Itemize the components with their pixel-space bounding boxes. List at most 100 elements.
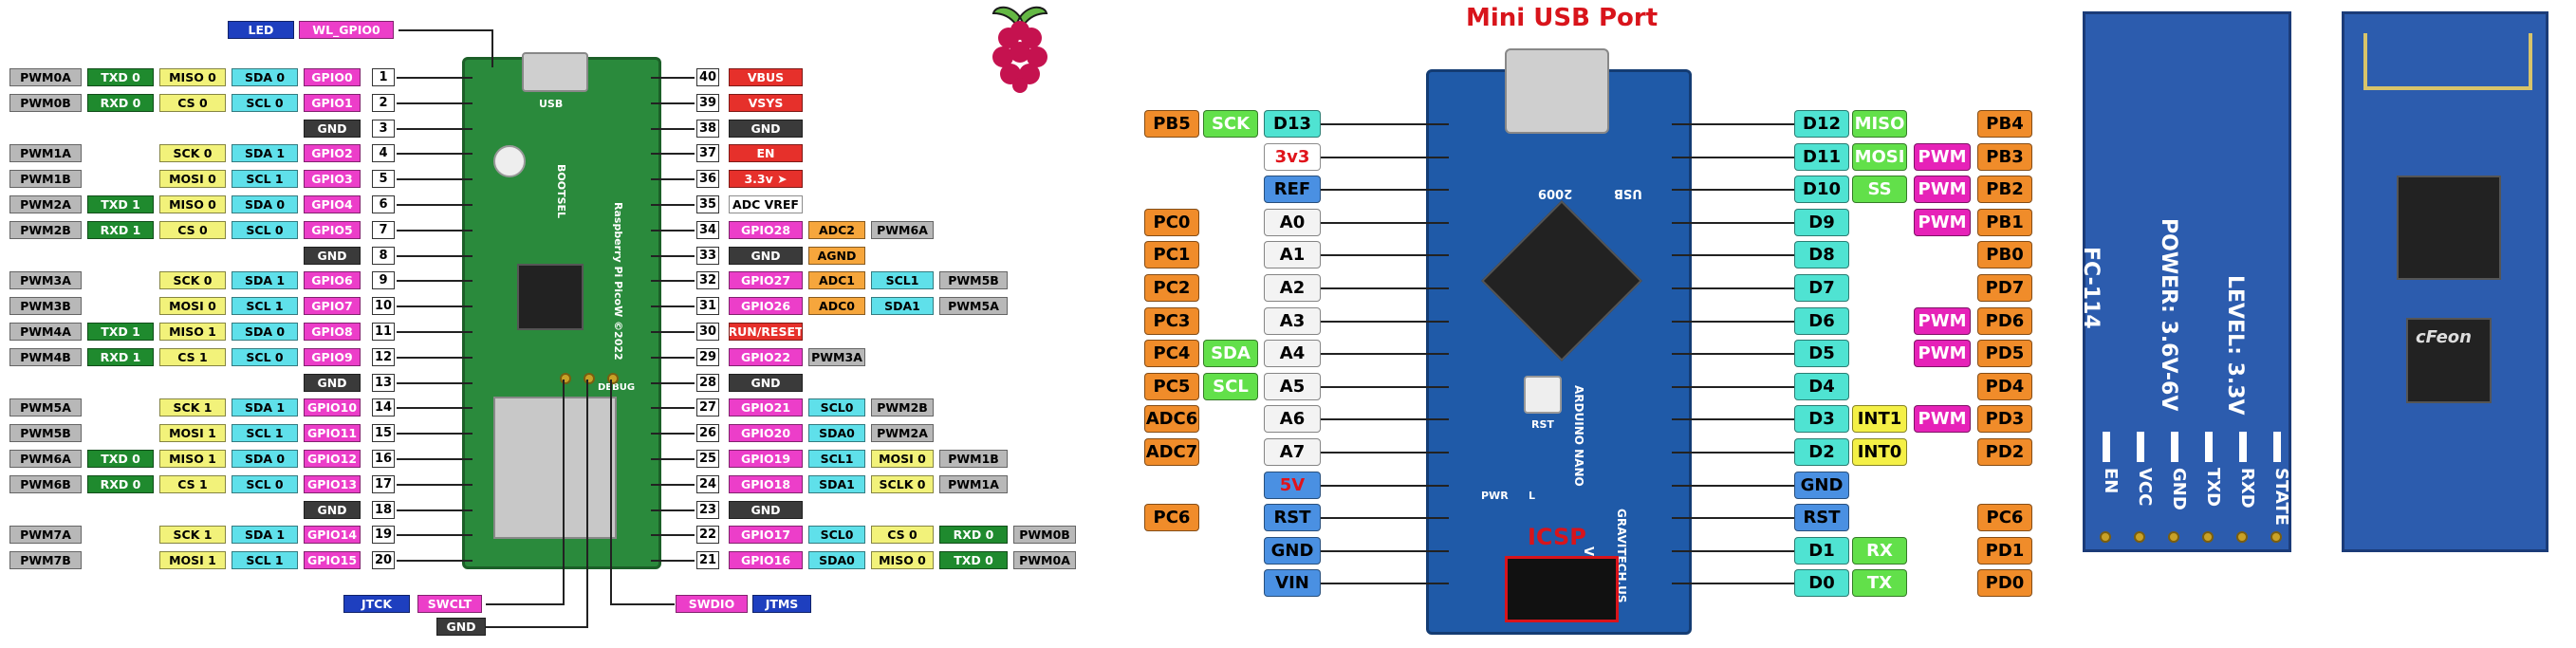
pico-right-tag: EN (729, 144, 803, 163)
pico-right-tag: SCL0 (808, 398, 865, 417)
pico-left-tag: GPIO3 (304, 170, 361, 189)
bluetooth-pin-arrow-icon (2171, 432, 2178, 462)
pico-jtck-tag: JTCK (343, 595, 410, 613)
bootsel-button[interactable] (493, 145, 526, 177)
nano-pin-lead (1321, 221, 1449, 224)
nano-right-tag: PB3 (1977, 142, 2032, 171)
pico-debug-lead (610, 603, 675, 605)
pico-pin-number: 8 (372, 246, 395, 265)
pico-led-tag: LED (228, 21, 294, 39)
nano-model-silk: ARDUINO NANO (1572, 385, 1585, 487)
pico-left-tag: PWM1A (9, 144, 82, 163)
pico-right-tag: SCLK 0 (871, 474, 934, 493)
nano-left-tag: VIN (1264, 569, 1321, 598)
pico-right-tag: SDA1 (808, 474, 865, 493)
nano-pin-lead (1321, 418, 1449, 421)
pico-right-tag: SDA1 (871, 297, 934, 316)
nano-right-tag: PWM (1914, 176, 1971, 204)
pico-left-tag: CS 1 (159, 474, 226, 493)
nano-pin-lead (1672, 287, 1795, 289)
pico-pin-lead (397, 178, 473, 181)
pico-pin-number: 34 (696, 220, 719, 239)
pico-right-tag: GPIO18 (729, 474, 803, 493)
nano-right-tag: PWM (1914, 208, 1971, 236)
debug-pad (584, 373, 595, 384)
nano-right-tag: GND (1794, 471, 1849, 499)
pico-left-tag: TXD 0 (87, 450, 154, 468)
nano-right-tag: PD7 (1977, 274, 2032, 302)
nano-right-tag: D12 (1794, 110, 1849, 138)
bluetooth-pin-arrow-icon (2205, 432, 2213, 462)
nano-left-tag: 5V (1264, 471, 1321, 499)
bluetooth-pin-label: VCC (2135, 468, 2155, 507)
pico-right-tag: GPIO26 (729, 297, 803, 316)
pico-pin-lead (651, 483, 695, 486)
pico-pin-lead (397, 509, 473, 511)
pico-left-tag: RXD 0 (87, 474, 154, 493)
nano-left-tag: A2 (1264, 274, 1321, 302)
pico-left-tag: TXD 1 (87, 323, 154, 341)
nano-icsp-label: ICSP (1528, 524, 1586, 550)
pico-right-tag: PWM3A (808, 347, 865, 366)
pico-right-tag: GND (729, 246, 803, 265)
nano-left-tag: PC5 (1144, 372, 1199, 400)
pico-pin-number: 3 (372, 119, 395, 138)
bluetooth-pin-arrow-icon (2103, 432, 2110, 462)
pico-right-tag: VSYS (729, 93, 803, 112)
pico-left-tag: SCK 1 (159, 398, 226, 417)
pico-right-tag: VBUS (729, 68, 803, 86)
pico-right-tag: MOSI 0 (871, 450, 934, 468)
pico-pin-lead (397, 483, 473, 486)
pico-left-tag: PWM1B (9, 170, 82, 189)
pico-pin-number: 18 (372, 500, 395, 519)
nano-l-silk: L (1529, 490, 1536, 502)
pico-right-tag: PWM6A (871, 220, 934, 239)
nano-usb-title: Mini USB Port (1466, 4, 1659, 32)
pico-left-tag: SCL 1 (232, 297, 298, 316)
pico-pin-lead (397, 560, 473, 563)
pico-left-tag: RXD 1 (87, 220, 154, 239)
reset-button[interactable] (1524, 376, 1562, 414)
pico-left-tag: SDA 1 (232, 271, 298, 290)
atmega328-chip (1481, 200, 1642, 361)
bluetooth-level-label: LEVEL: 3.3V (2223, 275, 2247, 416)
pico-pin-number: 26 (696, 424, 719, 443)
nano-right-tag: D7 (1794, 274, 1849, 302)
nano-left-tag: ADC6 (1144, 405, 1199, 434)
pico-right-tag: PWM0A (1013, 551, 1076, 570)
nano-pwr-silk: PWR (1481, 490, 1509, 502)
pico-pin-lead (651, 381, 695, 384)
nano-left-tag: A3 (1264, 306, 1321, 335)
pico-left-tag: SDA 1 (232, 526, 298, 545)
mini-usb-connector (1505, 48, 1609, 134)
nano-board: USB 2009 ARDUINO NANO RST PWR L GRAVITEC… (1426, 48, 1692, 635)
pico-left-tag: MISO 1 (159, 450, 226, 468)
nano-left-tag: A0 (1264, 208, 1321, 236)
pico-left-tag: GND (304, 119, 361, 138)
pico-left-tag: CS 0 (159, 220, 226, 239)
nano-left-tag: PC1 (1144, 241, 1199, 269)
pico-left-tag: GPIO10 (304, 398, 361, 417)
pico-pin-number: 39 (696, 93, 719, 112)
pico-left-tag: SCL 0 (232, 220, 298, 239)
nano-right-tag: PWM (1914, 340, 1971, 368)
pico-left-tag: PWM5B (9, 424, 82, 443)
pico-left-tag: PWM7B (9, 551, 82, 570)
nano-left-tag: GND (1264, 536, 1321, 565)
nano-left-tag: SDA (1203, 340, 1258, 368)
pico-right-tag: GND (729, 500, 803, 519)
nano-left-tag: 3v3 (1264, 142, 1321, 171)
pico-pin-number: 22 (696, 526, 719, 545)
nano-right-tag: D6 (1794, 306, 1849, 335)
nano-pin-lead (1672, 123, 1795, 125)
pico-right-tag: PWM2B (871, 398, 934, 417)
bluetooth-pin-hole (2236, 531, 2248, 543)
nano-right-tag: PD4 (1977, 372, 2032, 400)
nano-pin-lead (1321, 287, 1449, 289)
bluetooth-pin-label: TXD (2203, 468, 2223, 508)
nano-right-tag: D0 (1794, 569, 1849, 598)
nano-right-tag: PD0 (1977, 569, 2032, 598)
debug-pad (607, 373, 619, 384)
pico-right-tag: ADC0 (808, 297, 865, 316)
